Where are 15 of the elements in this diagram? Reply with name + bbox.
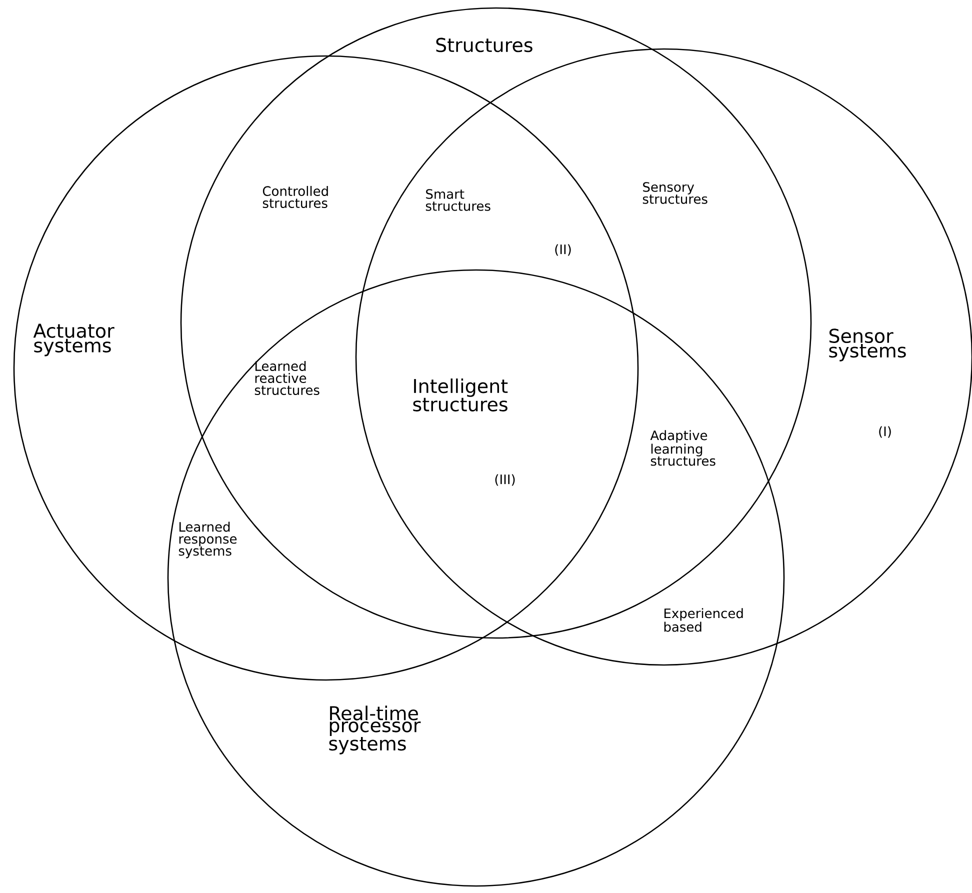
region-label: Learned reactive structures — [254, 360, 320, 396]
region-label: Smart structures — [426, 189, 490, 211]
circle-label: Structures — [436, 38, 532, 52]
region-number: (III) — [495, 474, 515, 486]
circle-label: Sensor systems — [829, 328, 906, 362]
region-label: Controlled structures — [262, 186, 328, 208]
region-number: (I) — [879, 426, 891, 438]
circle-label: Actuator systems — [33, 324, 114, 356]
region-label: Learned response systems — [178, 522, 237, 558]
region-label: Experienced based — [664, 608, 743, 632]
region-label: Sensory structures — [642, 182, 708, 204]
region-label: Adaptive learning structures — [650, 430, 716, 466]
region-number: (II) — [555, 244, 571, 256]
region-label: Intelligent structures — [413, 378, 508, 412]
circle-label: Real-time processor systems — [329, 706, 421, 754]
